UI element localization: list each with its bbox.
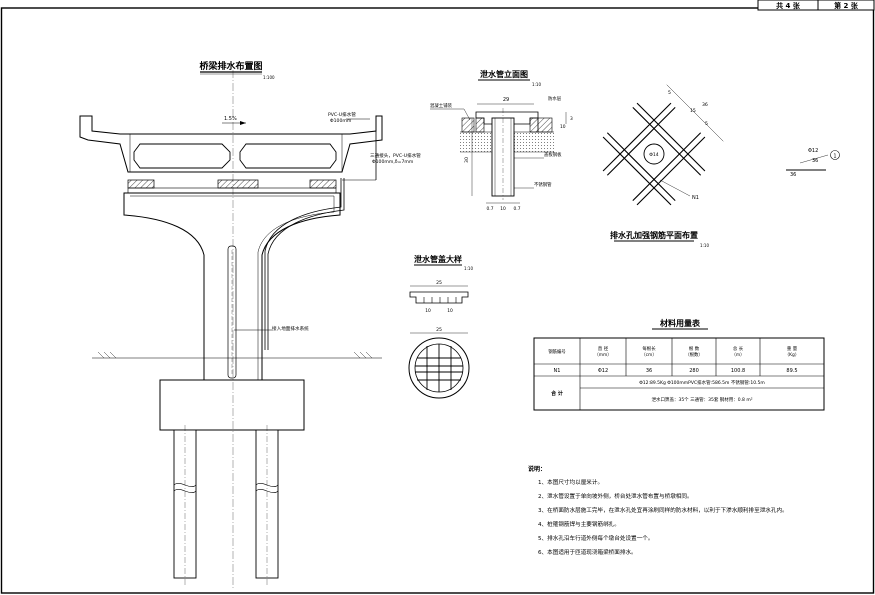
rebar-plan-scale: 1:10 (700, 243, 709, 248)
drain-system-label: 接入地面排水系统 (272, 325, 309, 332)
elevation-dim-bottom-2: 10 (500, 206, 506, 212)
concrete-paving-label: 混凝土铺装 (430, 102, 453, 109)
material-table: 材料用量表 钢筋编号 直 径（mm） 每根长（cm） 根 数（根数） 总 长（m… (533, 318, 825, 411)
pile-left (173, 425, 197, 585)
sheet-current: 第 2 张 (834, 1, 859, 10)
th-count: 根 数（根数） (685, 345, 703, 358)
tee-joint-diameter: Φ100mm,δ=7mm (372, 159, 414, 165)
elevation-dim-bottom-1: 0.7 (487, 206, 494, 212)
material-table-title: 材料用量表 (660, 318, 701, 328)
rebar-plan-dim-3: 5 (705, 121, 708, 127)
td-length-each: 36 (646, 368, 652, 374)
grate-dim-top: 25 (436, 280, 442, 286)
note-5: 5、排水孔沿车行道外侧每个墩台处设置一个。 (538, 534, 653, 542)
grate-dim-inner-1: 10 (425, 308, 431, 314)
pvc-pipe-diameter: Φ100mm (330, 118, 352, 124)
td-count: 280 (689, 368, 699, 374)
steel-pipe-label: 不锈钢管 (534, 181, 552, 188)
note-6: 6、本图适用于匝道现浇箱梁桥面排水。 (538, 548, 637, 556)
note-2: 2、泄水管设置于单向坡外侧，桥台处泄水管布置与桥墩相同。 (538, 492, 693, 500)
main-view-title: 桥梁排水布置图 (199, 60, 262, 72)
rebar-size: Φ12 (808, 148, 818, 154)
total-line-1: Φ12:89.5Kg Φ100mmPVC排水管:586.5m 不锈钢管:10.5… (639, 379, 765, 386)
grate-dim-circle: 25 (436, 327, 442, 333)
th-length-each: 每根长（cm） (641, 345, 656, 358)
grate-section (409, 291, 469, 304)
td-rebar-no: N1 (554, 368, 561, 374)
pile-cap (159, 379, 305, 431)
girder-cell-right (239, 143, 337, 169)
elevation-dim-top: 29 (503, 97, 509, 103)
th-weight: 重 量（Kg） (785, 345, 799, 358)
rebar-plan-tag: N1 (692, 195, 699, 201)
pvc-pipe-label: PVC-U排水管 (328, 111, 356, 118)
drain-downpipe (227, 170, 377, 379)
pile-right (255, 425, 279, 585)
note-3: 3、在桥面防水层施工完毕，在泄水孔处宜再涂刷同样的防水材料，以利于下渗水顺利排至… (538, 506, 788, 514)
rebar-plan-dim-1: 5 (668, 90, 671, 96)
grate-title: 泄水管盖大样 (414, 254, 462, 264)
th-total-length: 总 长（m） (731, 345, 744, 358)
notes: 说明： 1、本图尺寸均以厘米计。 2、泄水管设置于单向坡外侧，桥台处泄水管布置与… (528, 465, 788, 556)
td-total-length: 100.8 (731, 368, 745, 374)
total-line-2: 泄水口箅盖：35个 三通管：35套 钢材用：0.8 m² (651, 396, 752, 403)
cover-plate-label: 盖板钢板 (544, 151, 562, 158)
th-diameter: 直 径（mm） (594, 345, 611, 358)
rebar-plan-dim-4: 36 (702, 102, 708, 108)
elevation-dim-side: 10 (560, 124, 566, 130)
cross-slope-label: 1.5% (224, 116, 237, 122)
rebar-length: 36 (812, 158, 818, 164)
rebar-plan: Φ14 5 15 5 36 N1 排水孔加强钢筋平面布置 1:10 (602, 84, 724, 248)
elevation-dim-bottom-3: 0.7 (514, 206, 521, 212)
rebar-number: 1 (833, 154, 836, 160)
rebar-plan-title: 排水孔加强钢筋平面布置 (610, 230, 698, 240)
th-rebar-no: 钢筋编号 (548, 348, 566, 355)
drain-hole-dia: Φ14 (649, 152, 659, 158)
elevation-scale: 1:10 (532, 82, 541, 87)
total-label: 合 计 (550, 390, 563, 397)
tee-joint-label: 三通接头，PVC-U排水管 (370, 152, 421, 159)
elevation-dim-right: 3 (570, 116, 573, 122)
note-1: 1、本图尺寸均以厘米计。 (538, 478, 603, 486)
note-4: 4、桩箍钢筋焊与主要钢筋绑扎。 (538, 520, 620, 528)
grate-detail: 泄水管盖大样 1:10 25 10 10 25 (408, 254, 473, 399)
elevation-title: 泄水管立面图 (480, 69, 528, 79)
girder-cell-left (133, 143, 231, 169)
box-girder-section (79, 115, 383, 173)
rebar-n1-detail: Φ12 36 1 36 (786, 148, 840, 178)
waterproof-layer-label: 防水层 (548, 95, 562, 102)
drawing-border (0, 7, 875, 594)
sheet-number-box: 共 4 张 第 2 张 (757, 0, 875, 11)
grate-dim-inner-2: 10 (447, 308, 453, 314)
notes-heading: 说明： (528, 465, 546, 473)
elevation-dim-height: 30 (464, 157, 470, 163)
rebar-plan-dim-2: 15 (690, 108, 696, 114)
bearing-pads (127, 179, 337, 194)
td-diameter: Φ12 (598, 368, 608, 374)
sheet-total: 共 4 张 (776, 1, 801, 10)
drain-pipe-elevation: 泄水管立面图 1:10 29 混凝土铺装 防水层 盖板钢板 不锈钢管 3 10 (430, 69, 573, 212)
grate-scale: 1:10 (464, 266, 473, 271)
main-view-scale: 1:100 (263, 75, 275, 80)
bridge-drainage-layout: 桥梁排水布置图 1:100 1.5% PVC-U排水管 Φ100mm 三通接头，… (79, 60, 421, 590)
td-weight: 89.5 (786, 368, 797, 374)
rebar-leg: 36 (790, 172, 796, 178)
drain-hole (643, 143, 665, 165)
